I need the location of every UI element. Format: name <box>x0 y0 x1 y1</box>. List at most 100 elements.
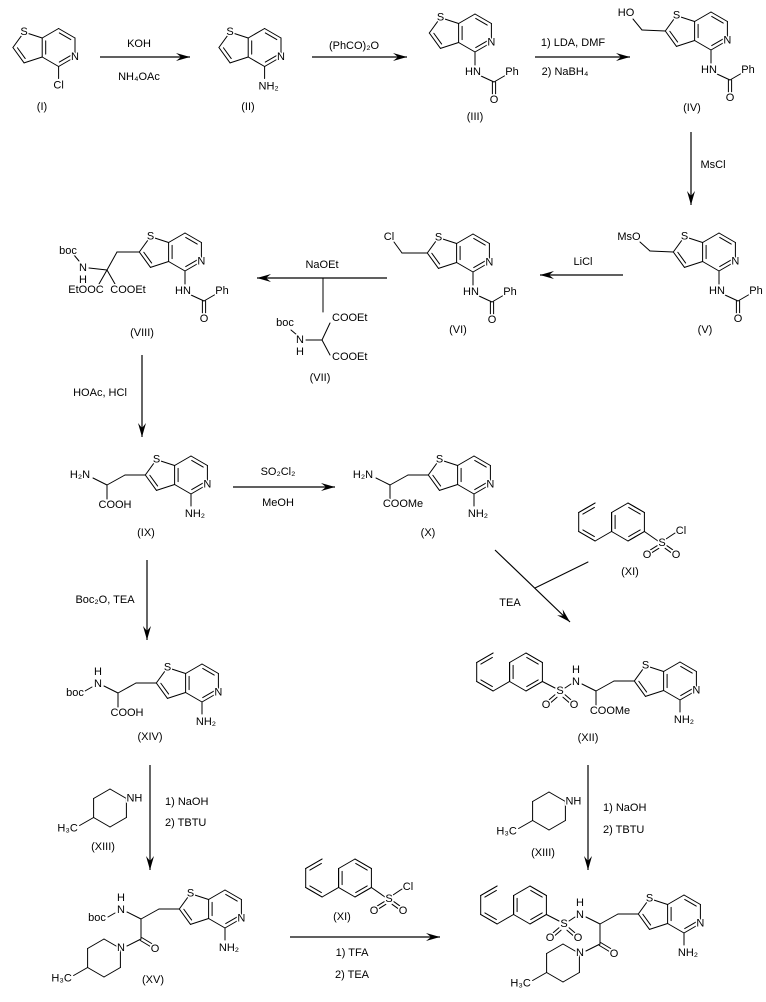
amino-group: NH₂ <box>259 81 279 93</box>
phenyl-group: Ph <box>215 285 228 297</box>
bond <box>140 908 160 920</box>
amino-group: NH₂ <box>468 508 488 520</box>
bond <box>87 938 105 949</box>
double-bond-inner <box>684 921 697 930</box>
double-bond-inner <box>16 47 26 60</box>
pyridine-nitrogen: N <box>71 51 79 63</box>
carboxyl-group: COOH <box>111 707 144 719</box>
bond <box>190 918 210 925</box>
bond <box>684 236 704 243</box>
bond <box>208 918 226 929</box>
bond <box>185 663 203 674</box>
reagent-naoh: 1) NaOH <box>603 802 646 814</box>
double-bond-inner <box>638 680 648 693</box>
bond <box>633 665 646 682</box>
double-bond <box>264 28 282 39</box>
double-bond <box>139 939 151 947</box>
bond <box>518 820 534 829</box>
double-bond-inner <box>711 15 724 24</box>
double-bond <box>553 929 562 937</box>
methyl-group: H₃C <box>496 826 516 838</box>
bond <box>106 269 116 285</box>
double-bond-inner <box>431 252 441 265</box>
bond <box>338 858 356 869</box>
amide-nh: HN <box>463 286 479 298</box>
bond <box>667 923 685 934</box>
arrowhead-icon <box>138 423 146 437</box>
double-bond <box>190 455 208 466</box>
compound-label-viii: (VIII) <box>130 327 154 339</box>
bond <box>637 898 650 915</box>
double-bond <box>683 923 701 934</box>
double-bond-inner <box>264 54 278 63</box>
compound-label-vii: (VII) <box>310 372 331 384</box>
sulfonyl-oxygen: O <box>546 932 555 944</box>
double-bond <box>650 547 660 554</box>
reagent-lda: 1) LDA, DMF <box>541 37 605 49</box>
double-bond-inner <box>669 30 679 43</box>
reagent-tbtu: 2) TBTU <box>603 824 644 836</box>
boc-group: boc <box>66 687 84 699</box>
bond <box>426 237 439 254</box>
bond <box>93 817 111 828</box>
double-bond-inner <box>355 885 368 894</box>
double-bond <box>664 30 677 47</box>
carbonyl-oxygen: O <box>726 92 735 104</box>
bond <box>478 295 493 303</box>
bond <box>439 459 459 466</box>
bond <box>174 455 192 466</box>
hydrogen-atom: H <box>572 664 580 676</box>
sulfur-atom: S <box>153 454 160 466</box>
double-bond-inner <box>474 459 487 468</box>
sulfonyl-sulfur: S <box>556 685 563 697</box>
double-bond-inner <box>355 862 368 871</box>
bond <box>92 477 108 486</box>
reagent-mscl: MsCl <box>700 159 725 171</box>
phenyl-group: Ph <box>505 66 518 78</box>
chlorine-atom: Cl <box>384 231 394 243</box>
amine-group: H₂N <box>70 469 90 481</box>
compound-label-xii: (XII) <box>578 732 599 744</box>
reagent-tbtu: 2) TBTU <box>165 817 206 829</box>
double-bond <box>672 251 685 268</box>
bond <box>632 18 643 31</box>
double-bond <box>12 47 25 64</box>
bond <box>585 943 601 952</box>
bond <box>532 791 550 802</box>
bond <box>190 294 205 302</box>
bond <box>649 250 674 253</box>
sulfur-atom: S <box>646 893 653 905</box>
bond <box>370 887 386 898</box>
bond <box>103 938 121 949</box>
arrowhead-icon <box>584 856 592 870</box>
double-bond <box>305 858 323 869</box>
bond <box>392 888 403 896</box>
bond <box>73 254 80 262</box>
double-bond <box>184 261 202 272</box>
double-bond-inner <box>526 679 539 688</box>
sulfur-atom: S <box>436 454 443 466</box>
piperidine-nh: NH <box>126 793 142 805</box>
sulfonamide-nitrogen: N <box>572 676 580 688</box>
bond <box>321 339 331 356</box>
double-bond <box>664 547 673 554</box>
sulfonyl-oxygen: O <box>370 905 379 917</box>
methyl-ester-group: COOMe <box>383 498 423 510</box>
double-bond-inner <box>160 682 170 695</box>
double-bond <box>578 531 596 542</box>
bond <box>457 484 475 495</box>
reagent-connector <box>534 561 589 589</box>
double-bond-inner <box>480 656 493 665</box>
double-bond <box>578 502 596 513</box>
reagent-licl: LiCl <box>574 256 593 268</box>
double-bond-inner <box>185 259 198 268</box>
pyridine-nitrogen: N <box>485 257 493 269</box>
arrowhead-icon <box>426 933 440 941</box>
bond <box>663 690 681 701</box>
double-bond <box>564 694 573 702</box>
double-bond-inner <box>143 251 153 264</box>
hydrogen-atom: H <box>296 346 304 358</box>
reagent-meoh: MeOH <box>262 497 294 509</box>
double-bond-inner <box>191 459 204 468</box>
